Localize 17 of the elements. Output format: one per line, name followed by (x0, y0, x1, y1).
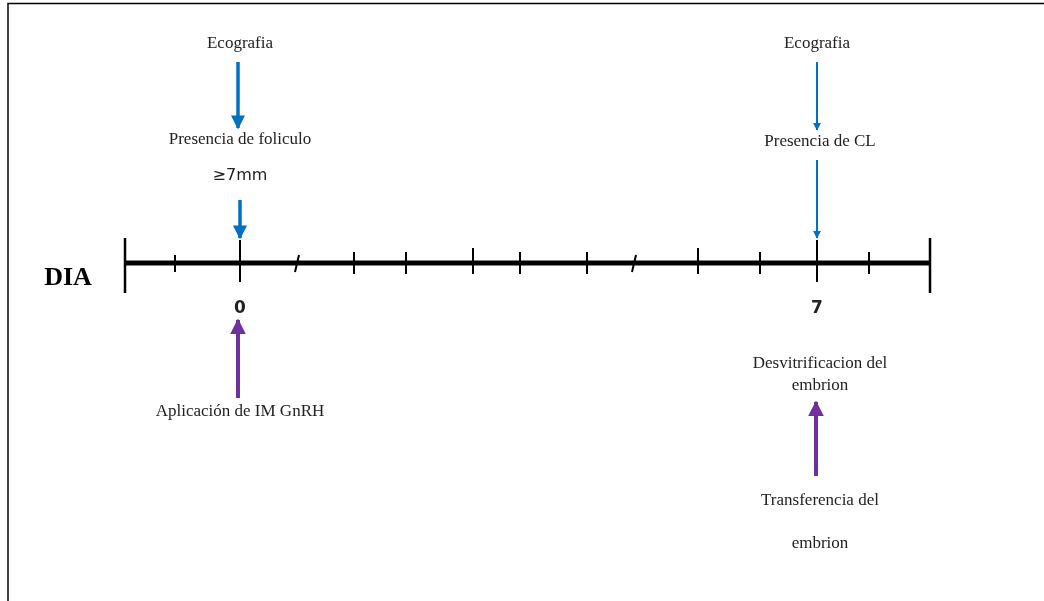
axis-title: DIA (43, 262, 93, 292)
arrow (230, 318, 246, 398)
arrow (808, 400, 824, 476)
event-label: Presencia de CL (763, 130, 877, 152)
day-number: 0 (233, 297, 247, 317)
day-number: 7 (810, 297, 824, 317)
event-label: Transferencia del embrion (760, 489, 880, 554)
event-label: Aplicación de IM GnRH (154, 400, 326, 422)
event-label: Presencia de foliculo (167, 128, 313, 150)
arrow (231, 62, 245, 130)
event-label: Ecografia (782, 32, 852, 54)
event-label: Desvitrificacion del embrion (751, 352, 889, 396)
event-label: ≥7mm (211, 164, 269, 186)
arrow (813, 61, 821, 131)
arrow (233, 200, 247, 240)
event-label: Ecografia (205, 32, 275, 54)
arrow (813, 159, 821, 239)
